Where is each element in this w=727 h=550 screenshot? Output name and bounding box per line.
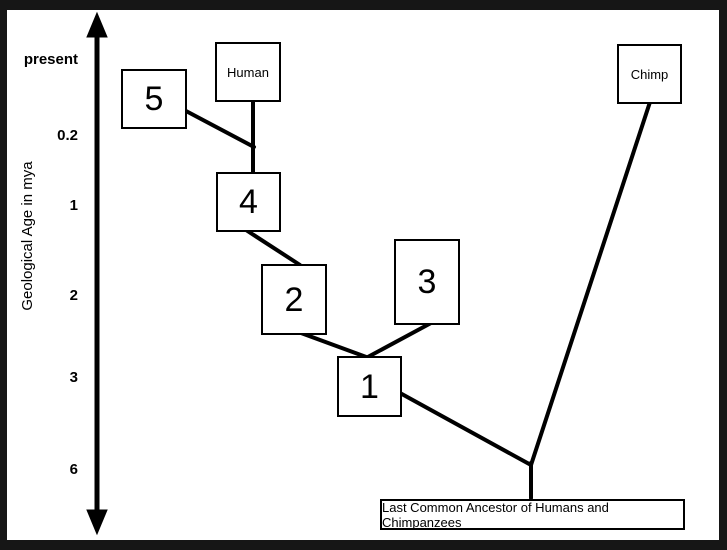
connector-lines bbox=[184, 97, 652, 500]
tick-label-6: 6 bbox=[69, 461, 78, 478]
node-stage-2: 2 bbox=[261, 264, 327, 335]
tick-label-present: present bbox=[23, 51, 78, 68]
line-5-branch bbox=[184, 109, 256, 149]
node-stage-5: 5 bbox=[121, 69, 187, 129]
node-stage-3: 3 bbox=[394, 239, 460, 325]
node-stage-4-label: 4 bbox=[239, 183, 258, 221]
tick-label-1: 1 bbox=[69, 197, 78, 214]
node-chimp: Chimp bbox=[617, 44, 682, 104]
node-stage-5-label: 5 bbox=[144, 80, 164, 118]
timeline-arrowhead-up bbox=[86, 11, 108, 38]
node-last-common-ancestor-label: Last Common Ancestor of Humans and Chimp… bbox=[382, 499, 609, 530]
timeline-arrow bbox=[86, 11, 108, 536]
line-2-to-1 bbox=[299, 331, 371, 360]
node-stage-1: 1 bbox=[337, 356, 402, 417]
line-1-to-lca-junction bbox=[398, 391, 533, 467]
tick-label-3: 3 bbox=[69, 369, 78, 386]
node-stage-3-label: 3 bbox=[417, 263, 437, 301]
node-stage-1-label: 1 bbox=[360, 367, 379, 406]
node-human: Human bbox=[215, 42, 281, 102]
tick-label-2: 2 bbox=[69, 287, 78, 304]
timeline-arrowhead-down bbox=[86, 509, 108, 536]
line-chimp-to-lca-junction bbox=[529, 100, 652, 467]
node-chimp-label: Chimp bbox=[630, 66, 669, 82]
node-stage-4: 4 bbox=[216, 172, 281, 232]
node-human-label: Human bbox=[227, 64, 269, 80]
line-3-to-1 bbox=[364, 321, 433, 360]
tick-label-0-2: 0.2 bbox=[57, 127, 78, 144]
node-stage-2-label: 2 bbox=[284, 280, 304, 319]
line-4-to-2 bbox=[244, 228, 302, 267]
node-last-common-ancestor: Last Common Ancestor of Humans and Chimp… bbox=[380, 499, 685, 530]
